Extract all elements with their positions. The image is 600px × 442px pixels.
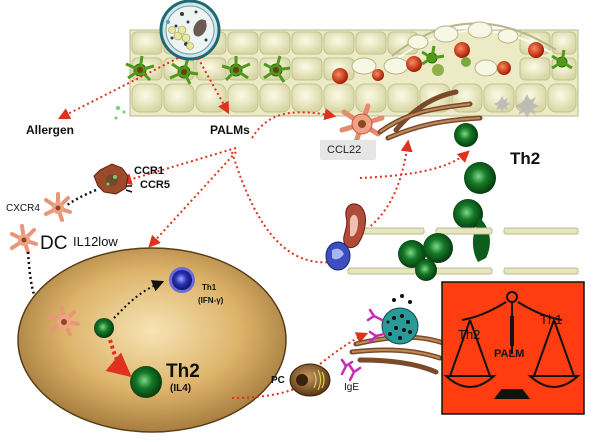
arrow-th2-to-pc <box>231 387 297 399</box>
dendritic-cell-ccr <box>93 163 133 195</box>
inflamed-cells <box>351 21 519 77</box>
arrow-pc-to-mast <box>319 332 369 365</box>
balance-palm-label: PALM <box>494 348 525 360</box>
debris <box>494 94 539 118</box>
migrating-granulocytes <box>325 203 366 271</box>
allergen-label: Allergen <box>26 123 75 137</box>
ccr5-label: CCR5 <box>140 179 170 191</box>
ige-antibody-icon <box>340 358 362 382</box>
palms-label: PALMs <box>210 123 250 137</box>
epithelial-cell-row-bottom <box>131 83 577 113</box>
ccl22-box <box>320 140 376 160</box>
plasma-cell <box>289 363 331 397</box>
ccl22-label: CCL22 <box>327 144 362 156</box>
th2-cells-lower <box>398 233 453 281</box>
th1-cell <box>169 267 195 293</box>
ccr1-label: CCR1 <box>134 165 164 177</box>
th2-tissue-label: Th2 <box>510 149 541 168</box>
ige-label: IgE <box>344 382 360 393</box>
lymph-node-arrows <box>105 280 165 378</box>
balance-th2-label: Th2 <box>458 327 481 342</box>
pc-label: PC <box>271 375 285 386</box>
bound-ige-icon <box>366 308 386 344</box>
il4-label: (IL4) <box>170 383 192 394</box>
dc-label: DC <box>40 233 68 254</box>
th2-lymph-label: Th2 <box>166 361 200 382</box>
th1-label: Th1 <box>202 283 217 292</box>
balance-th1-label: Th1 <box>540 312 563 327</box>
th2-cell-lymph <box>130 366 162 398</box>
th-naive-cell <box>94 318 114 338</box>
tissue-layer <box>347 227 579 275</box>
il12low-label: IL12low <box>73 234 118 249</box>
arrows-from-pollen <box>57 57 230 120</box>
eosinophils <box>332 42 544 84</box>
cxcr4-label: CXCR4 <box>6 203 40 214</box>
migrating-dendritic-cells <box>10 192 72 254</box>
pollen-grain <box>159 0 221 61</box>
lymph-node-dc <box>48 306 80 336</box>
mast-cell <box>349 294 449 375</box>
dc-migration-path <box>26 188 97 321</box>
allergen-particles <box>114 106 126 120</box>
th2-cell-cluster <box>453 123 496 262</box>
balance-scale-icon <box>443 291 581 399</box>
lymph-node <box>17 247 287 433</box>
ifn-gamma-label: (IFN-γ) <box>198 296 224 305</box>
epithelial-dendritic-cells <box>125 45 573 85</box>
ccl22-producing-cell <box>339 89 483 145</box>
arrows-from-palms <box>119 108 337 264</box>
